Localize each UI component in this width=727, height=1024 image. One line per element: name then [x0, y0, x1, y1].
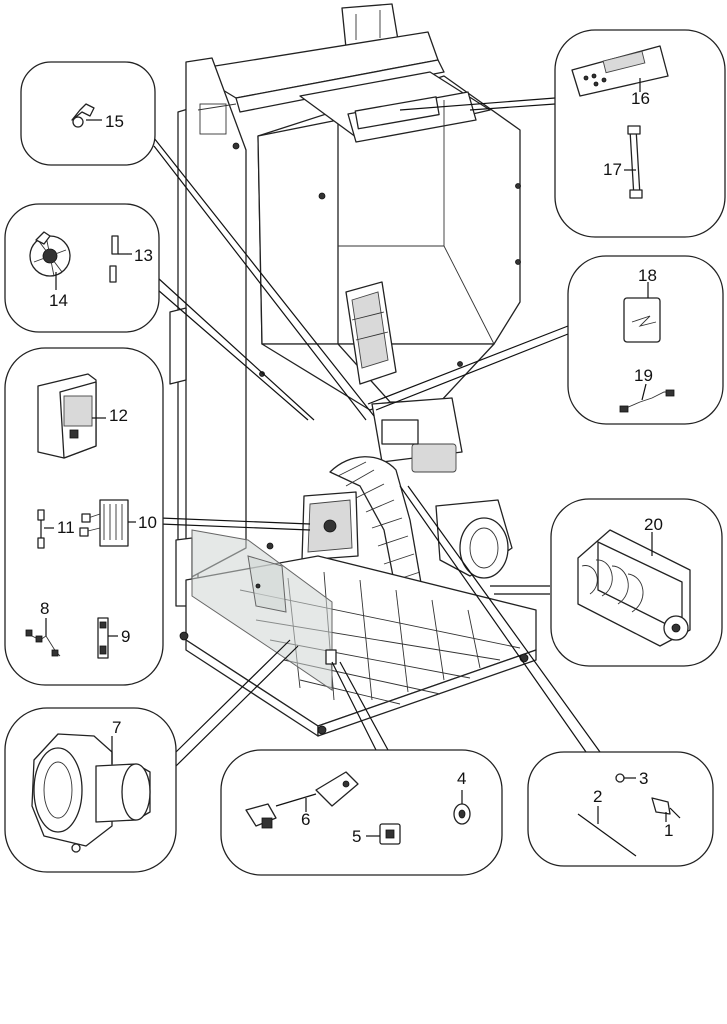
bubble-15 — [20, 61, 156, 166]
callout-17: 17 — [603, 160, 622, 179]
callout-14: 14 — [49, 291, 68, 310]
bubble-13-14 — [4, 203, 160, 333]
callout-2: 2 — [593, 787, 602, 806]
callout-16: 16 — [631, 89, 650, 108]
callout-9: 9 — [121, 627, 130, 646]
callout-11: 11 — [57, 518, 75, 537]
bubble-16-17 — [554, 29, 726, 238]
callout-3: 3 — [639, 769, 648, 788]
callout-7: 7 — [112, 718, 121, 737]
callout-6: 6 — [301, 810, 310, 829]
callout-8: 8 — [40, 599, 49, 618]
leader-lines — [153, 97, 601, 767]
callout-19: 19 — [634, 366, 653, 385]
bubble-18-19 — [567, 255, 724, 425]
callout-10: 10 — [138, 513, 157, 532]
callout-numbers: 1 2 3 4 5 6 7 8 9 10 11 12 13 14 15 16 1… — [40, 89, 673, 846]
callout-20: 20 — [644, 515, 663, 534]
callout-4: 4 — [457, 769, 466, 788]
callout-5: 5 — [352, 827, 361, 846]
callout-15: 15 — [105, 112, 124, 131]
bubble-4-6 — [220, 749, 503, 876]
callout-12: 12 — [109, 406, 128, 425]
callout-18: 18 — [638, 266, 657, 285]
bubble-1-3 — [527, 751, 714, 867]
boiler-assembly — [169, 3, 537, 737]
bubble-7 — [4, 707, 177, 873]
bubble-20 — [550, 498, 723, 667]
callout-13: 13 — [134, 246, 153, 265]
bubble-8-12 — [4, 347, 164, 686]
callout-1: 1 — [664, 821, 673, 840]
